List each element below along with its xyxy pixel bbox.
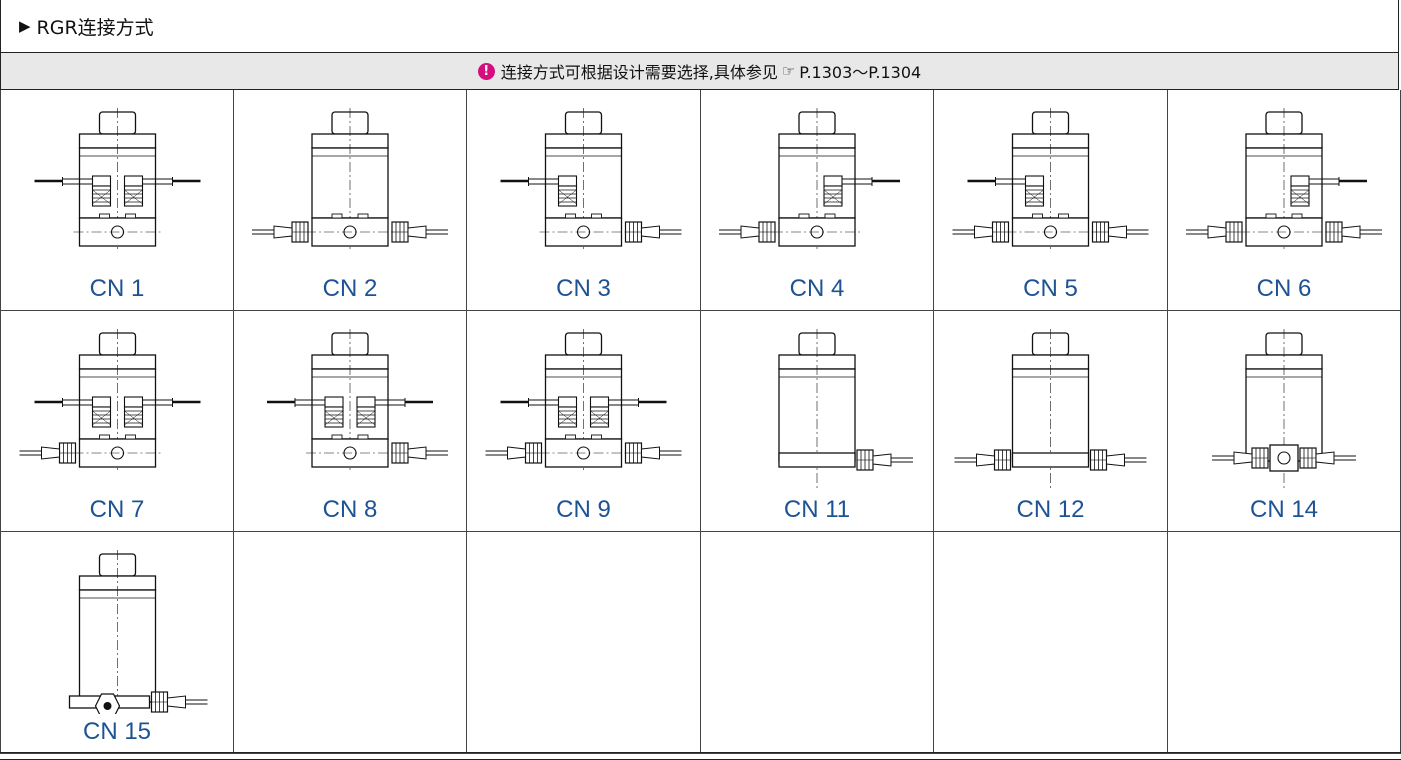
connection-diagram: [778, 329, 913, 489]
fitting-bottom-right: [624, 442, 682, 464]
connection-option: CN 3: [467, 90, 701, 311]
connection-label: CN 14: [1249, 496, 1319, 523]
bottom-rule: [0, 752, 1401, 760]
connection-option: CN 2: [234, 90, 467, 311]
connection-label: CN 5: [1023, 275, 1078, 302]
fitting-top-right: [356, 396, 433, 428]
connection-label: CN 6: [1256, 275, 1312, 302]
connection-diagram: [252, 108, 448, 250]
fitting-top-right: [1290, 175, 1367, 207]
connection-grid: CN 1 CN 2 CN 3 CN 4 CN 5 CN 6 CN 7 CN 8 CN 9 CN 1…: [0, 90, 1401, 754]
cylinder-drawing: [306, 108, 394, 250]
connection-option: CN 12: [934, 311, 1168, 532]
fitting-top-left: [34, 396, 112, 428]
connection-option: CN 7: [0, 311, 234, 532]
connection-diagram: [954, 329, 1147, 489]
fitting-bottom-left: [1186, 221, 1243, 243]
connection-option: CN 9: [467, 311, 701, 532]
notice-bar: ! 连接方式可根据设计需要选择,具体参见 ☞ P.1303～P.1304: [0, 53, 1399, 90]
connection-diagram: [485, 329, 682, 471]
fitting-top-right: [589, 396, 667, 428]
fitting-top-left: [500, 396, 578, 428]
connection-label: CN 12: [1016, 496, 1085, 523]
connection-label: CN 1: [89, 275, 145, 302]
empty-cell: [701, 532, 934, 754]
connection-label: CN 15: [82, 718, 152, 745]
connection-label: CN 4: [789, 275, 845, 302]
connection-diagram: [952, 108, 1149, 250]
notice-text: 连接方式可根据设计需要选择,具体参见: [500, 63, 778, 82]
fitting-top-right: [123, 396, 201, 428]
cylinder-drawing: [1011, 329, 1090, 489]
section-header: ▶ RGR连接方式: [0, 0, 1399, 53]
cylinder-drawing: [1245, 329, 1323, 489]
connection-label: CN 11: [783, 496, 851, 523]
fitting-bottom-left: [954, 449, 1012, 471]
connection-diagram: [267, 329, 448, 471]
fitting-bottom-left: [952, 221, 1010, 243]
connection-diagram: [19, 329, 201, 471]
notice-page-ref[interactable]: P.1303～P.1304: [799, 63, 922, 82]
fitting-bottom-right: [391, 442, 448, 464]
empty-cell: [467, 532, 701, 754]
connection-option: CN 4: [701, 90, 934, 311]
fitting-bottom-left: [719, 221, 776, 243]
empty-cell: [1168, 532, 1401, 754]
connection-option: CN 15: [0, 532, 234, 754]
fitting-bottom-left: [1212, 447, 1269, 469]
connection-option: CN 14: [1168, 311, 1401, 532]
connection-label: CN 9: [556, 496, 611, 523]
fitting-bottom-right: [1091, 221, 1149, 243]
connection-label: CN 2: [322, 275, 378, 302]
fitting-bottom-left: [19, 442, 77, 464]
connection-label: CN 3: [556, 275, 611, 302]
fitting-top-right: [123, 175, 201, 207]
connection-diagram: [500, 108, 682, 250]
fitting-top-right: [823, 175, 900, 207]
triangle-right-icon: ▶: [19, 17, 31, 35]
fitting-top-left: [267, 396, 344, 428]
empty-cell: [934, 532, 1168, 754]
fitting-bottom-right: [150, 691, 208, 713]
connection-option: CN 11: [701, 311, 934, 532]
connection-diagram: [1186, 108, 1382, 250]
fitting-bottom-right: [391, 221, 448, 243]
warning-icon: !: [477, 62, 495, 80]
fitting-bottom-right: [1089, 449, 1147, 471]
fitting-bottom-left: [252, 221, 309, 243]
connection-diagram: [34, 108, 201, 250]
fitting-bottom-right: [1325, 221, 1382, 243]
pointing-hand-icon: ☞: [781, 62, 796, 80]
empty-cell: [234, 532, 467, 754]
fitting-top-left: [500, 175, 578, 207]
connection-diagram: [1212, 329, 1356, 489]
fitting-top-left: [967, 175, 1045, 207]
fitting-bottom-right: [856, 449, 913, 471]
connection-option: CN 6: [1168, 90, 1401, 311]
connection-label: CN 8: [322, 496, 378, 523]
fitting-bottom-right: [1299, 447, 1356, 469]
connection-option: CN 1: [0, 90, 234, 311]
connection-label: CN 7: [89, 496, 145, 523]
connection-diagram: [719, 108, 900, 250]
fitting-bottom-left: [485, 442, 543, 464]
connection-option: CN 5: [934, 90, 1168, 311]
fitting-bottom-right: [624, 221, 682, 243]
cylinder-drawing: [68, 550, 157, 714]
cylinder-drawing: [778, 329, 856, 489]
connection-diagram: [68, 550, 208, 714]
connection-option: CN 8: [234, 311, 467, 532]
fitting-top-left: [34, 175, 112, 207]
section-title: RGR连接方式: [36, 16, 154, 39]
